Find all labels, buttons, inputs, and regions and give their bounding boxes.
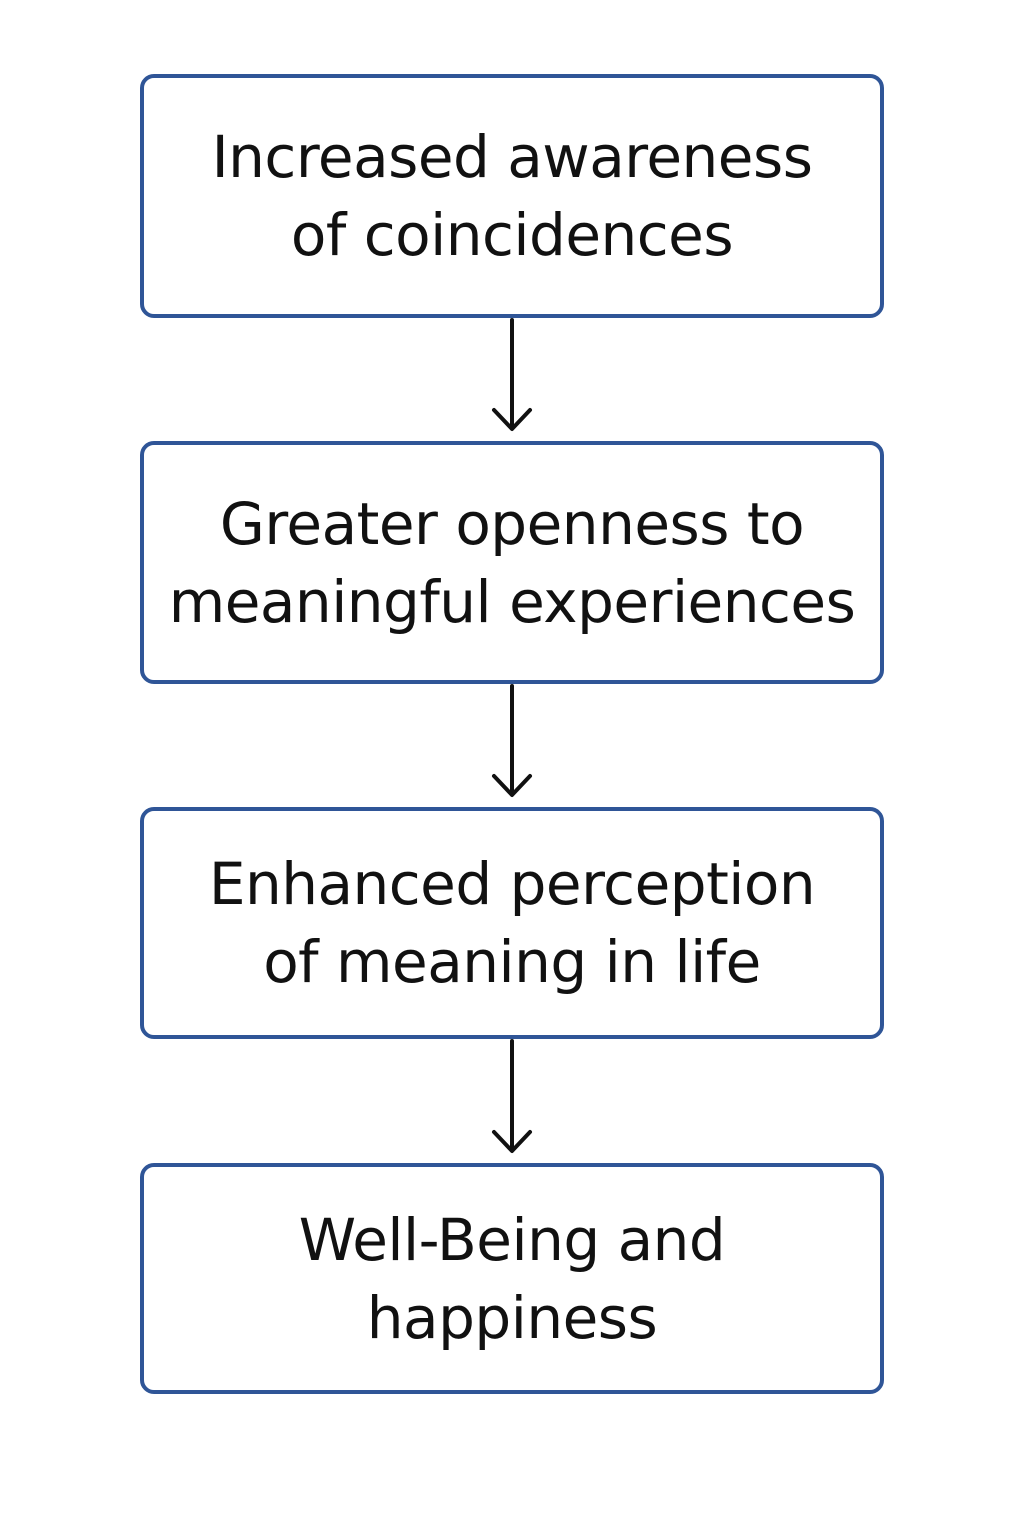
flow-step-label-4: Well-Being and happiness	[298, 1205, 726, 1352]
flow-step-box-2: Greater openness to meaningful experienc…	[140, 441, 884, 684]
flow-step-label-1: Increased awareness of coincidences	[211, 123, 813, 269]
flow-step-label-2: Greater openness to meaningful experienc…	[168, 489, 856, 636]
arrow-2-to-3	[492, 684, 532, 797]
arrow-1-to-2	[492, 318, 532, 431]
arrow-3-to-4	[492, 1039, 532, 1153]
flow-step-box-1: Increased awareness of coincidences	[140, 74, 884, 318]
flow-step-box-3: Enhanced perception of meaning in life	[140, 807, 884, 1039]
flow-step-label-3: Enhanced perception of meaning in life	[208, 850, 816, 996]
flow-step-box-4: Well-Being and happiness	[140, 1163, 884, 1394]
